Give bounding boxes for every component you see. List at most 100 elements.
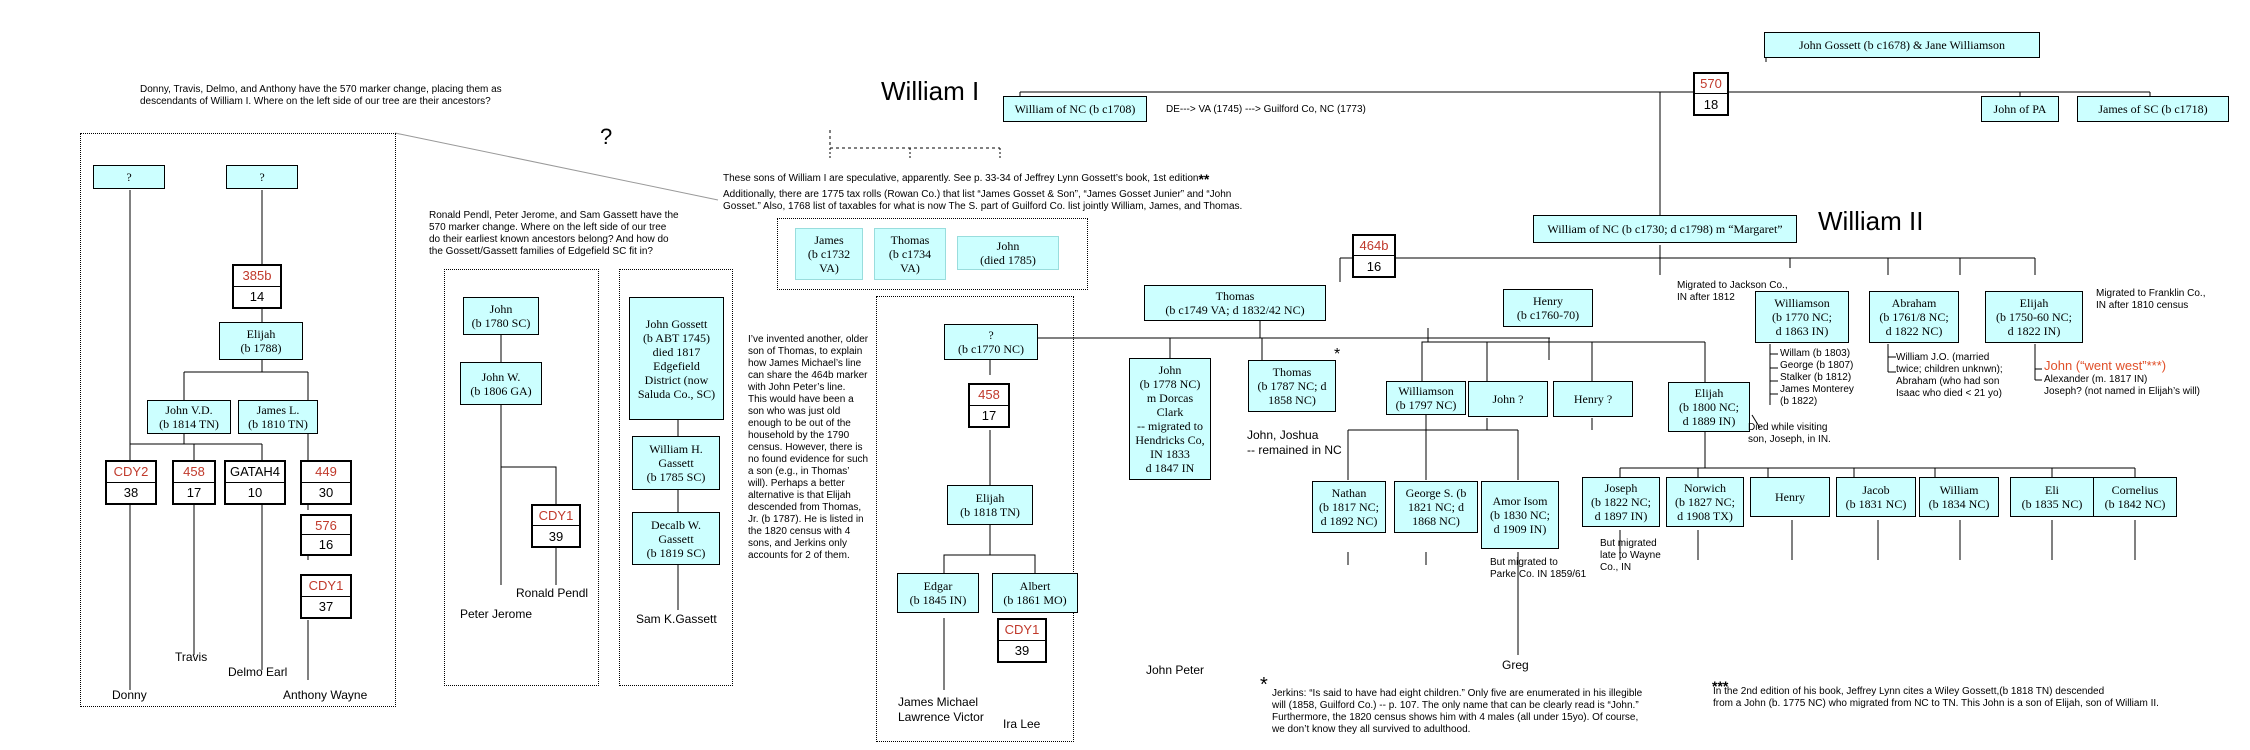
delmo-earl-label: Delmo Earl (228, 665, 288, 679)
william-nc-1730-box: William of NC (b c1730; d c1798) m “Marg… (1533, 215, 1797, 243)
marker-code: CDY2 (107, 462, 155, 483)
ira-lee-label: Ira Lee (1003, 717, 1041, 731)
marker-458-thomas: 458 17 (968, 383, 1010, 428)
marker-code: 464b (1354, 236, 1394, 256)
sam-gassett-label: Sam K.Gassett (636, 612, 717, 626)
john-joshua-note: John, Joshua -- remained in NC (1247, 428, 1342, 457)
william-h-gassett-box: William H. Gassett (b 1785 SC) (632, 436, 720, 490)
jackson-co-note: Migrated to Jackson Co., IN after 1812 (1677, 280, 1788, 303)
henry-q-box: Henry ? (1553, 381, 1633, 417)
abraham-box: Abraham (b 1761/8 NC; d 1822 NC) (1869, 291, 1959, 343)
eli-box: Eli (b 1835 NC) (2010, 477, 2094, 517)
henry-c-box: Henry (1750, 477, 1830, 517)
marker-code: CDY1 (302, 576, 350, 597)
john-1780-box: John (b 1780 SC) (463, 297, 539, 335)
tax-rolls-note: Additionally, there are 1775 tax rolls (… (723, 189, 1243, 212)
marker-value: 38 (123, 485, 139, 501)
nathan-box: Nathan (b 1817 NC; d 1892 NC) (1312, 481, 1386, 533)
thomas-1734-box: Thomas (b c1734 VA) (874, 228, 946, 280)
unknown-ancestor-2-box: ? (226, 165, 298, 189)
james-of-sc-box: James of SC (b c1718) (2077, 96, 2229, 122)
marker-code: CDY1 (999, 620, 1045, 641)
thomas-line-frame (876, 296, 1074, 742)
williamson-children-list: Willam (b 1803) George (b 1807) Stalker … (1780, 348, 1854, 407)
jerkins-star-marker: * (1260, 674, 1268, 696)
marker-value: 10 (247, 485, 263, 501)
george-s-box: George S. (b 1821 NC; d 1868 NC) (1394, 481, 1478, 533)
question-mark-heading: ? (600, 124, 613, 149)
peter-jerome-label: Peter Jerome (460, 607, 533, 621)
second-edition-footnote: In the 2nd edition of his book, Jeffrey … (1713, 686, 2159, 709)
marker-cdy1-pendl: CDY1 39 (531, 504, 581, 548)
marker-value: 37 (318, 599, 334, 615)
donny-group-note: Donny, Travis, Delmo, and Anthony have t… (140, 84, 502, 107)
marker-cdy2: CDY2 38 (105, 460, 157, 505)
marker-code: 449 (302, 462, 350, 483)
john-q-box: John ? (1468, 381, 1548, 417)
elijah-1750-box: Elijah (b 1750-60 NC; d 1822 IN) (1985, 291, 2083, 343)
william-1834-box: William (b 1834 NC) (1919, 477, 1999, 517)
james-1732-box: James (b c1732 VA) (795, 228, 863, 280)
abraham-children-list: William J.O. (married twice; children un… (1896, 352, 2003, 399)
john-gossett-1678-box: John Gossett (b c1678) & Jane Williamson (1764, 32, 2040, 58)
marker-449: 449 30 (300, 460, 352, 505)
elijah-1800-box: Elijah (b 1800 NC; d 1889 IN) (1668, 382, 1750, 432)
marker-value: 17 (981, 408, 997, 424)
marker-value: 16 (1366, 258, 1382, 274)
elijah-children-list: Alexander (m. 1817 IN) Joseph? (not name… (2044, 374, 2201, 397)
marker-value: 14 (249, 289, 265, 305)
edgar-box: Edgar (b 1845 IN) (897, 573, 979, 613)
jacob-box: Jacob (b 1831 NC) (1836, 477, 1916, 517)
elijah-1818-box: Elijah (b 1818 TN) (947, 485, 1033, 525)
marker-value: 17 (186, 485, 202, 501)
invented-son-note: I’ve invented another, older son of Thom… (748, 334, 869, 561)
greg-label: Greg (1502, 658, 1529, 672)
franklin-co-note: Migrated to Franklin Co., IN after 1810 … (2096, 288, 2206, 311)
elijah-1788-box: Elijah (b 1788) (219, 322, 303, 360)
marker-458: 458 17 (172, 460, 216, 505)
marker-gatah4: GATAH4 10 (224, 460, 286, 505)
pendl-tree-frame (444, 269, 599, 686)
william-i-sons-note-text: These sons of William I are speculative,… (723, 173, 1199, 184)
decalb-w-gassett-box: Decalb W. Gassett (b 1819 SC) (632, 512, 720, 565)
marker-385b: 385b 14 (232, 264, 282, 309)
marker-code: 458 (174, 462, 214, 483)
marker-570: 570 18 (1693, 72, 1729, 116)
travis-label: Travis (175, 650, 208, 664)
williamson-1770-box: Williamson (b 1770 NC; d 1863 IN) (1755, 291, 1849, 343)
marker-code: CDY1 (533, 506, 579, 526)
norwich-box: Norwich (b 1827 NC; d 1908 TX) (1666, 477, 1744, 527)
william-ii-heading: William II (1818, 206, 1924, 236)
jerkins-footnote: Jerkins: “Is said to have had eight chil… (1272, 688, 1643, 735)
marker-code: 576 (302, 516, 350, 535)
thomas-1749-box: Thomas (b c1749 VA; d 1832/42 NC) (1144, 285, 1326, 321)
john-gossett-1745-box: John Gossett (b ABT 1745) died 1817 Edge… (629, 297, 724, 420)
unknown-ancestor-1-box: ? (93, 165, 165, 189)
marker-code: 458 (970, 385, 1008, 406)
amor-parke-note: But migrated to Parke Co. IN 1859/61 (1490, 557, 1587, 580)
marker-code: 570 (1695, 74, 1727, 94)
john-of-pa-box: John of PA (1981, 96, 2059, 122)
marker-code: 385b (234, 266, 280, 287)
william-i-sons-frame (777, 218, 1088, 290)
marker-value: 18 (1703, 96, 1719, 112)
william-i-heading: William I (881, 76, 980, 106)
marker-cdy1-thomas: CDY1 39 (997, 618, 1047, 663)
john-died-1785-box: John (died 1785) (957, 236, 1059, 270)
william-nc-1708-box: William of NC (b c1708) (1003, 96, 1147, 122)
joseph-box: Joseph (b 1822 NC; d 1897 IN) (1582, 477, 1660, 527)
double-star-marker: ** (1198, 171, 1210, 187)
unknown-son-1770-box: ? (b c1770 NC) (944, 324, 1038, 360)
pendl-group-note: Ronald Pendl, Peter Jerome, and Sam Gass… (429, 210, 679, 257)
john-went-west-label: John (“went west”***) (2044, 358, 2167, 373)
sam-tree-frame (619, 269, 733, 686)
john-1778-box: John (b 1778 NC) m Dorcas Clark -- migra… (1129, 358, 1211, 480)
marker-code: GATAH4 (226, 462, 284, 483)
marker-value: 39 (1014, 643, 1030, 659)
cornelius-box: Cornelius (b 1842 NC) (2093, 477, 2177, 517)
thomas-1787-box: Thomas (b 1787 NC; d 1858 NC) (1248, 360, 1336, 412)
marker-value: 30 (318, 485, 334, 501)
joseph-wayne-note: But migrated late to Wayne Co., IN (1600, 538, 1661, 573)
john-w-box: John W. (b 1806 GA) (460, 362, 542, 405)
james-michael-label: James Michael Lawrence Victor (898, 695, 984, 724)
